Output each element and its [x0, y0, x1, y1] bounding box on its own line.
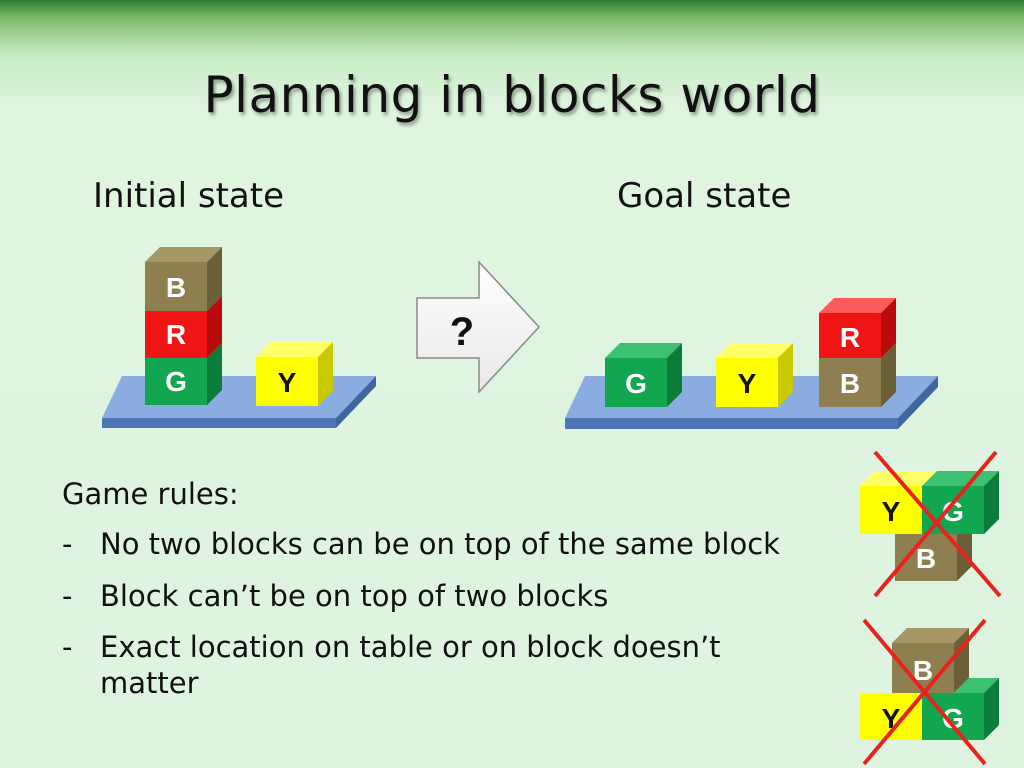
initial-state-label: Initial state: [93, 176, 285, 216]
initial-r-label: R: [166, 319, 186, 350]
goal-block-r: R: [819, 298, 896, 358]
rule-text: Block can’t be on top of two blocks: [100, 578, 609, 613]
initial-table: [102, 376, 376, 428]
goal-block-y: Y: [716, 343, 793, 407]
initial-b-label: B: [166, 272, 186, 303]
initial-y-label: Y: [278, 367, 297, 398]
rule-dash: -: [62, 527, 73, 562]
invalid1-b-label: B: [916, 543, 936, 574]
invalid1-cross-icon: [873, 450, 1002, 598]
initial-block-y: Y: [256, 342, 333, 406]
slide-title: Planning in blocks world: [203, 66, 821, 124]
invalid1-block-y: Y: [860, 471, 937, 534]
goal-state-label: Goal state: [617, 176, 792, 216]
invalid2-g-label: G: [942, 703, 964, 734]
rule-item: - Exact location on table or on block do…: [62, 629, 820, 702]
rule-item: - Block can’t be on top of two blocks: [62, 578, 880, 614]
initial-block-b: B: [145, 247, 222, 311]
invalid1-y-label: Y: [882, 496, 901, 527]
game-rules: Game rules: - No two blocks can be on to…: [62, 476, 880, 716]
rule-text: Exact location on table or on block does…: [100, 629, 721, 700]
invalid2-cross-icon: [862, 618, 987, 766]
invalid-example-2: B Y G: [860, 618, 999, 766]
invalid-example-1: B Y G: [860, 450, 1002, 598]
goal-r-label: R: [840, 322, 860, 353]
rules-heading: Game rules:: [62, 477, 239, 511]
goal-y-label: Y: [738, 368, 757, 399]
goal-g-label: G: [625, 368, 647, 399]
rule-item: - No two blocks can be on top of the sam…: [62, 526, 880, 562]
goal-block-g: G: [605, 343, 682, 407]
transition-arrow: ?: [416, 260, 541, 394]
initial-g-label: G: [165, 366, 187, 397]
rule-dash: -: [62, 629, 73, 664]
goal-b-label: B: [840, 368, 860, 399]
question-mark: ?: [450, 310, 474, 354]
invalid1-g-label: G: [942, 496, 964, 527]
rule-dash: -: [62, 578, 73, 613]
invalid2-b-label: B: [913, 655, 933, 686]
rule-text: No two blocks can be on top of the same …: [100, 527, 780, 562]
